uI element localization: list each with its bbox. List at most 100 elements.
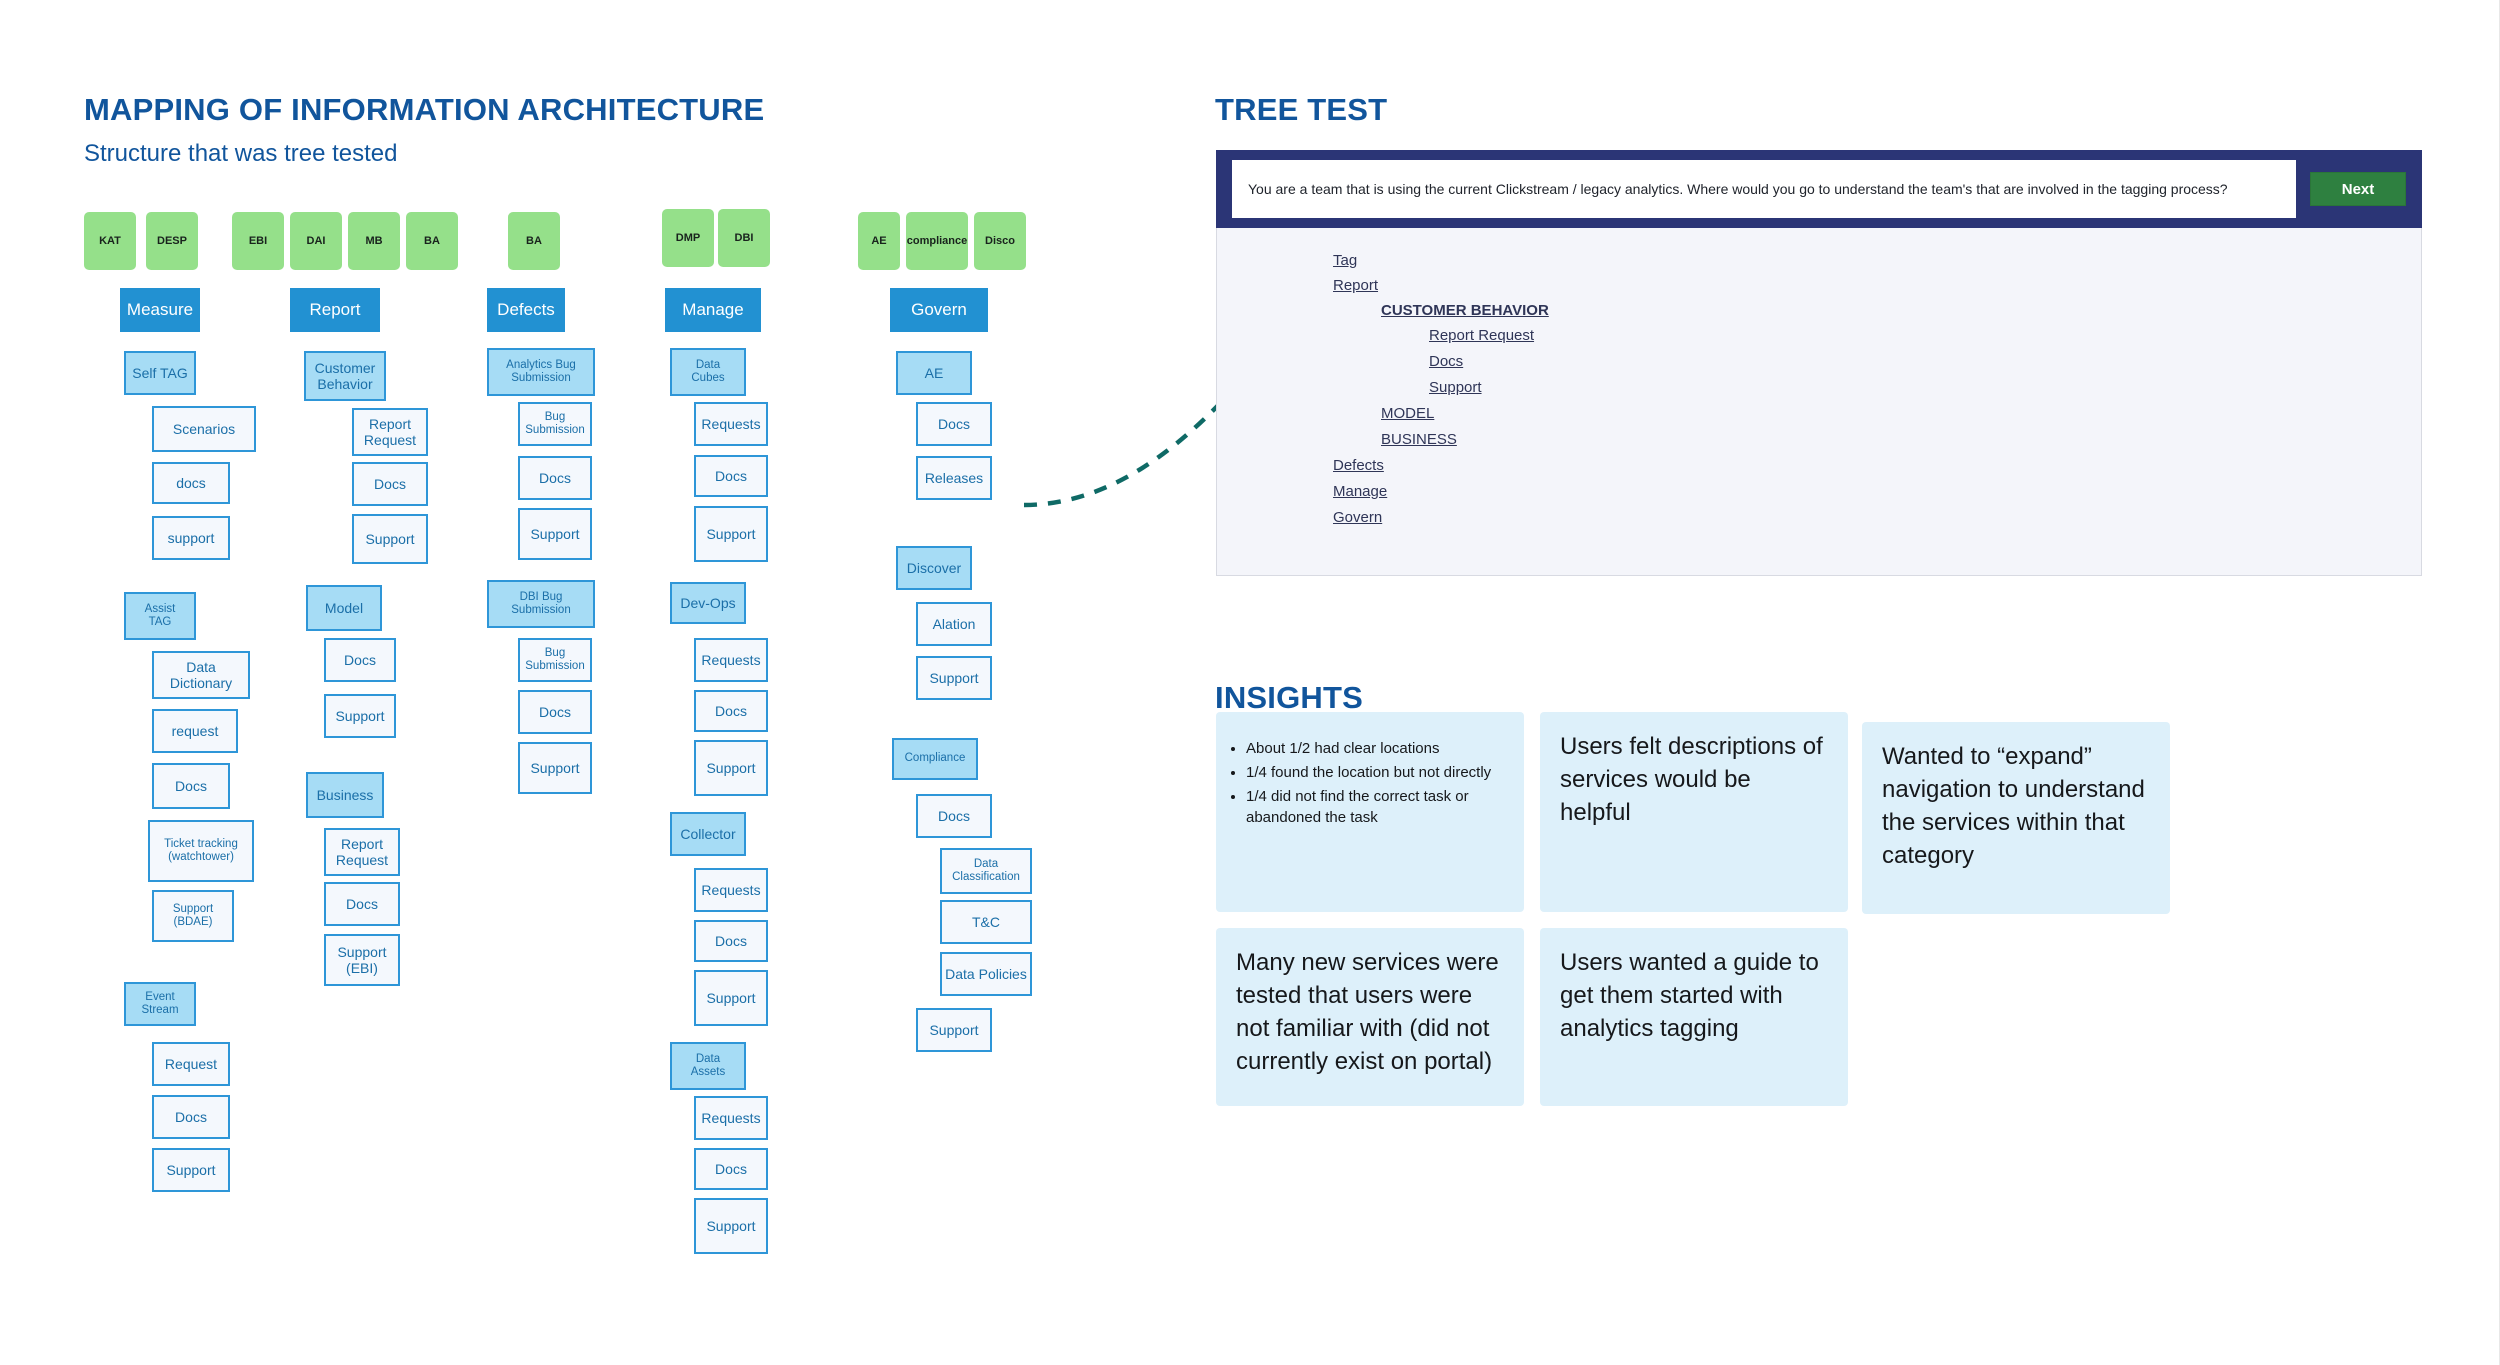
node-level3[interactable]: Support <box>324 694 396 738</box>
node-level3[interactable]: Support <box>152 1148 230 1192</box>
node-level3[interactable]: Requests <box>694 868 768 912</box>
node-level1[interactable]: Measure <box>120 288 200 332</box>
node-level2[interactable]: Dev-Ops <box>670 582 746 624</box>
tree-link-manage[interactable]: Manage <box>1333 483 1388 500</box>
node-level3[interactable]: Docs <box>694 455 768 497</box>
node-level2[interactable]: Discover <box>896 546 972 590</box>
node-level3[interactable]: Support <box>694 970 768 1026</box>
node-level3[interactable]: Releases <box>916 456 992 500</box>
tag-chip[interactable]: DBI <box>718 209 770 267</box>
insight-bullet-list: About 1/2 had clear locations 1/4 found … <box>1226 738 1508 829</box>
node-level3[interactable]: Support <box>518 742 592 794</box>
node-level1[interactable]: Report <box>290 288 380 332</box>
node-level3[interactable]: Support <box>694 1198 768 1254</box>
page-subtitle: Structure that was tree tested <box>84 140 398 167</box>
node-level2[interactable]: Business <box>306 772 384 818</box>
node-level3[interactable]: Requests <box>694 638 768 682</box>
tree-link-support[interactable]: Support <box>1429 379 1482 396</box>
node-level3[interactable]: Support(EBI) <box>324 934 400 986</box>
node-level3[interactable]: Docs <box>518 456 592 500</box>
node-level3[interactable]: Ticket tracking(watchtower) <box>148 820 254 882</box>
node-level3[interactable]: support <box>152 516 230 560</box>
node-level2[interactable]: Collector <box>670 812 746 856</box>
node-level3[interactable]: Docs <box>694 690 768 732</box>
next-button[interactable]: Next <box>2310 172 2406 206</box>
node-level3[interactable]: Docs <box>152 763 230 809</box>
tree-test-question: You are a team that is using the current… <box>1232 160 2296 218</box>
node-level3[interactable]: Docs <box>694 1148 768 1190</box>
node-level2[interactable]: AE <box>896 351 972 395</box>
tag-chip[interactable]: AE <box>858 212 900 270</box>
node-level3[interactable]: Docs <box>324 638 396 682</box>
tag-chip[interactable]: DMP <box>662 209 714 267</box>
node-level3[interactable]: request <box>152 709 238 753</box>
insight-card-bullets: About 1/2 had clear locations 1/4 found … <box>1216 712 1524 912</box>
node-level3[interactable]: Requests <box>694 1096 768 1140</box>
node-level1[interactable]: Govern <box>890 288 988 332</box>
node-level3[interactable]: Support <box>694 506 768 562</box>
tag-chip[interactable]: compliance <box>906 212 968 270</box>
node-level3[interactable]: Docs <box>324 882 400 926</box>
tree-link-docs[interactable]: Docs <box>1429 353 1464 370</box>
node-level3[interactable]: Data Policies <box>940 952 1032 996</box>
node-level3[interactable]: Scenarios <box>152 406 256 452</box>
node-level3[interactable]: Support(BDAE) <box>152 890 234 942</box>
node-level1[interactable]: Defects <box>487 288 565 332</box>
tree-link-report-request[interactable]: Report Request <box>1429 327 1535 344</box>
node-level3[interactable]: Docs <box>152 1095 230 1139</box>
tag-chip[interactable]: DAI <box>290 212 342 270</box>
node-level3[interactable]: Docs <box>518 690 592 734</box>
node-level3[interactable]: Support <box>518 508 592 560</box>
node-level3[interactable]: Support <box>694 740 768 796</box>
tree-link-report[interactable]: Report <box>1333 277 1379 294</box>
tree-test-panel: Tag Report CUSTOMER BEHAVIOR Report Requ… <box>1216 228 2422 576</box>
node-level3[interactable]: T&C <box>940 900 1032 944</box>
node-level3[interactable]: docs <box>152 462 230 504</box>
node-level1[interactable]: Manage <box>665 288 761 332</box>
node-level3[interactable]: Docs <box>916 402 992 446</box>
tag-chip[interactable]: BA <box>406 212 458 270</box>
node-level3[interactable]: Docs <box>916 794 992 838</box>
tree-link-govern[interactable]: Govern <box>1333 509 1383 526</box>
tag-chip[interactable]: MB <box>348 212 400 270</box>
tag-chip[interactable]: KAT <box>84 212 136 270</box>
tree-link-model[interactable]: MODEL <box>1381 405 1435 422</box>
node-level3[interactable]: Support <box>352 514 428 564</box>
tree-link-business[interactable]: BUSINESS <box>1381 431 1457 448</box>
node-level3[interactable]: Alation <box>916 602 992 646</box>
node-level3[interactable]: Requests <box>694 402 768 446</box>
insight-card-expand-navigation: Wanted to “expand” navigation to underst… <box>1862 722 2170 914</box>
tree-test-title: TREE TEST <box>1215 92 1388 127</box>
tag-chip[interactable]: EBI <box>232 212 284 270</box>
node-level3[interactable]: Support <box>916 656 992 700</box>
tag-chip[interactable]: BA <box>508 212 560 270</box>
node-level2[interactable]: Compliance <box>892 738 978 780</box>
node-level2[interactable]: Model <box>306 585 382 631</box>
list-item: 1/4 found the location but not directly <box>1246 762 1508 784</box>
node-level3[interactable]: Request <box>152 1042 230 1086</box>
tree-link-customer-behavior[interactable]: CUSTOMER BEHAVIOR <box>1381 302 1549 319</box>
tag-chip[interactable]: DESP <box>146 212 198 270</box>
tag-chip[interactable]: Disco <box>974 212 1026 270</box>
node-level3[interactable]: Docs <box>694 920 768 962</box>
tree-link-defects[interactable]: Defects <box>1333 457 1384 474</box>
node-level2[interactable]: Self TAG <box>124 351 196 395</box>
tree-link-tag[interactable]: Tag <box>1333 252 1358 269</box>
node-level3[interactable]: Support <box>916 1008 992 1052</box>
node-level3[interactable]: Docs <box>352 462 428 506</box>
insight-card-new-services: Many new services were tested that users… <box>1216 928 1524 1106</box>
